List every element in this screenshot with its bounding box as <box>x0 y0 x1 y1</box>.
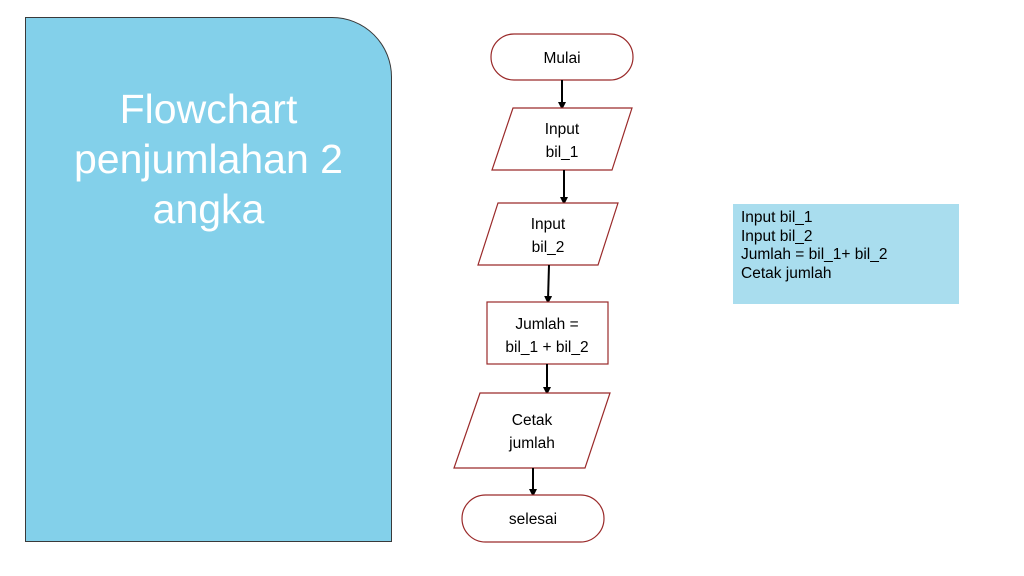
output-label-line-2: jumlah <box>508 435 555 452</box>
end-label: selesai <box>509 511 557 528</box>
pseudocode-line-1: Input bil_1 <box>741 209 813 226</box>
input-bil-1-parallelogram: Input bil_1 <box>491 107 633 171</box>
process-sum-box: Jumlah = bil_1 + bil_2 <box>486 301 609 365</box>
connector-input2-process <box>544 264 553 304</box>
pseudocode-box: Input bil_1 Input bil_2 Jumlah = bil_1+ … <box>733 204 959 304</box>
pseudocode-line-2: Input bil_2 <box>741 227 813 245</box>
title-panel: Flowchart penjumlahan 2 angka <box>25 17 392 542</box>
process-label-line-1: Jumlah = <box>515 316 578 333</box>
process-label-line-2: bil_1 + bil_2 <box>505 339 588 356</box>
input-bil-2-label-line-1: Input <box>531 216 566 233</box>
title-line-3: angka <box>152 186 265 232</box>
input-bil-2-parallelogram: Input bil_2 <box>477 202 619 266</box>
slide-title: Flowchart penjumlahan 2 angka <box>26 84 391 234</box>
pseudocode-line-3: Jumlah = bil_1+ bil_2 <box>741 246 888 263</box>
title-line-2: penjumlahan 2 <box>74 136 343 182</box>
pseudocode-line-4: Cetak jumlah <box>741 264 832 282</box>
output-cetak-jumlah-parallelogram: Cetak jumlah <box>453 392 611 469</box>
start-terminal: Mulai <box>490 33 634 81</box>
input-bil-2-label-line-2: bil_2 <box>532 239 565 256</box>
title-line-1: Flowchart <box>119 86 298 132</box>
input-bil-1-label-line-2: bil_1 <box>546 144 579 161</box>
start-label: Mulai <box>543 50 580 67</box>
end-terminal: selesai <box>461 494 605 543</box>
input-bil-1-label-line-1: Input <box>545 121 580 138</box>
output-label-line-1: Cetak <box>512 412 553 429</box>
